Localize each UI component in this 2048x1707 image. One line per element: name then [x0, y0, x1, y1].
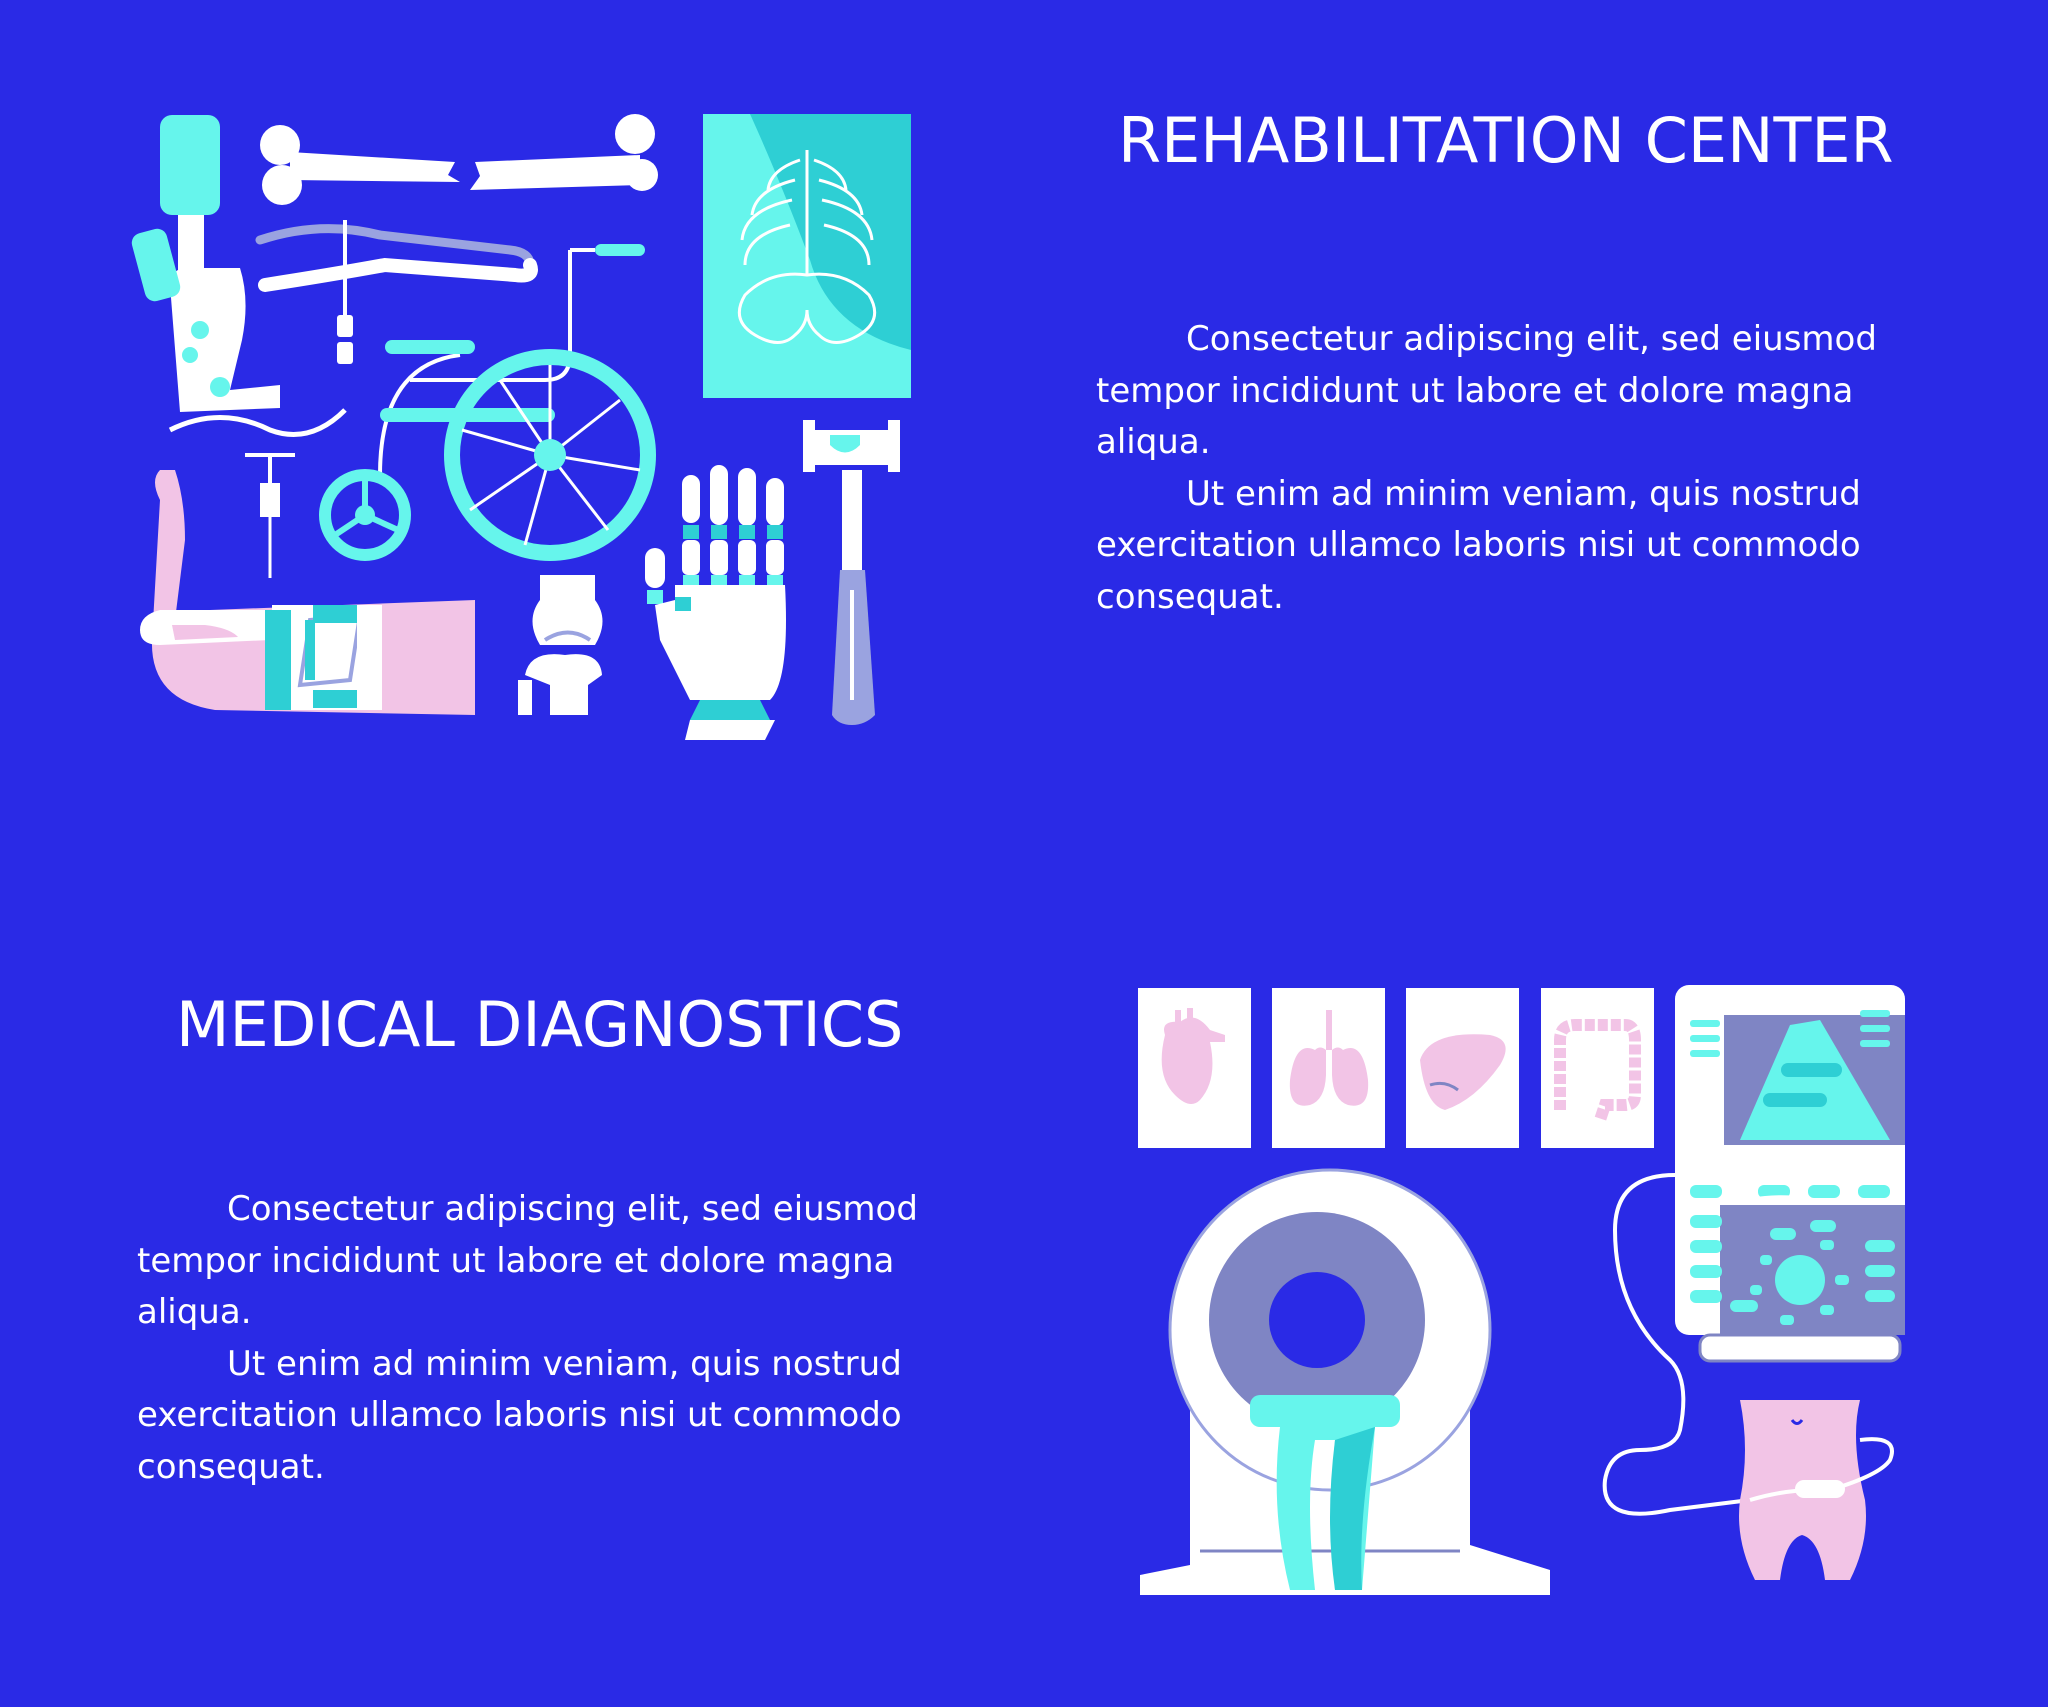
rehabilitation-paragraph-1: Consectetur adipiscing elit, sed eiusmod… [1096, 319, 1877, 462]
diagnostics-paragraph-1: Consectetur adipiscing elit, sed eiusmod… [137, 1189, 918, 1332]
diagnostics-paragraph-2: Ut enim ad minim veniam, quis nostrud ex… [137, 1343, 902, 1487]
broken-bone-icon [260, 114, 658, 205]
diagnostics-description: Consectetur adipiscing elit, sed eiusmod… [137, 1184, 977, 1493]
rehabilitation-title: REHABILITATION CENTER [1118, 104, 1894, 177]
syringe-icon [245, 453, 295, 578]
reflex-hammer-icon [803, 420, 900, 725]
diagnostics-illustration [1138, 985, 1905, 1595]
ultrasound-machine-icon [1602, 985, 1905, 1516]
heart-icon [1138, 988, 1251, 1148]
rehabilitation-description: Consectetur adipiscing elit, sed eiusmod… [1096, 314, 1936, 623]
prosthetic-leg-icon [131, 115, 347, 437]
pliers-icon [255, 220, 538, 364]
intestine-icon [1541, 988, 1654, 1148]
xray-pelvis-icon [703, 114, 911, 398]
mri-scanner-icon [1140, 1168, 1550, 1595]
rehabilitation-illustration [131, 114, 911, 740]
prosthetic-hand-icon [645, 465, 786, 740]
knee-joint-icon [518, 575, 603, 715]
diagnostics-title: MEDICAL DIAGNOSTICS [176, 988, 904, 1061]
rehabilitation-paragraph-2: Ut enim ad minim veniam, quis nostrud ex… [1096, 473, 1861, 617]
torso-probe-icon [1739, 1400, 1894, 1580]
wheelchair-icon [319, 244, 656, 561]
lungs-icon [1272, 988, 1385, 1148]
liver-icon [1406, 988, 1519, 1148]
wrist-brace-icon [140, 470, 475, 715]
